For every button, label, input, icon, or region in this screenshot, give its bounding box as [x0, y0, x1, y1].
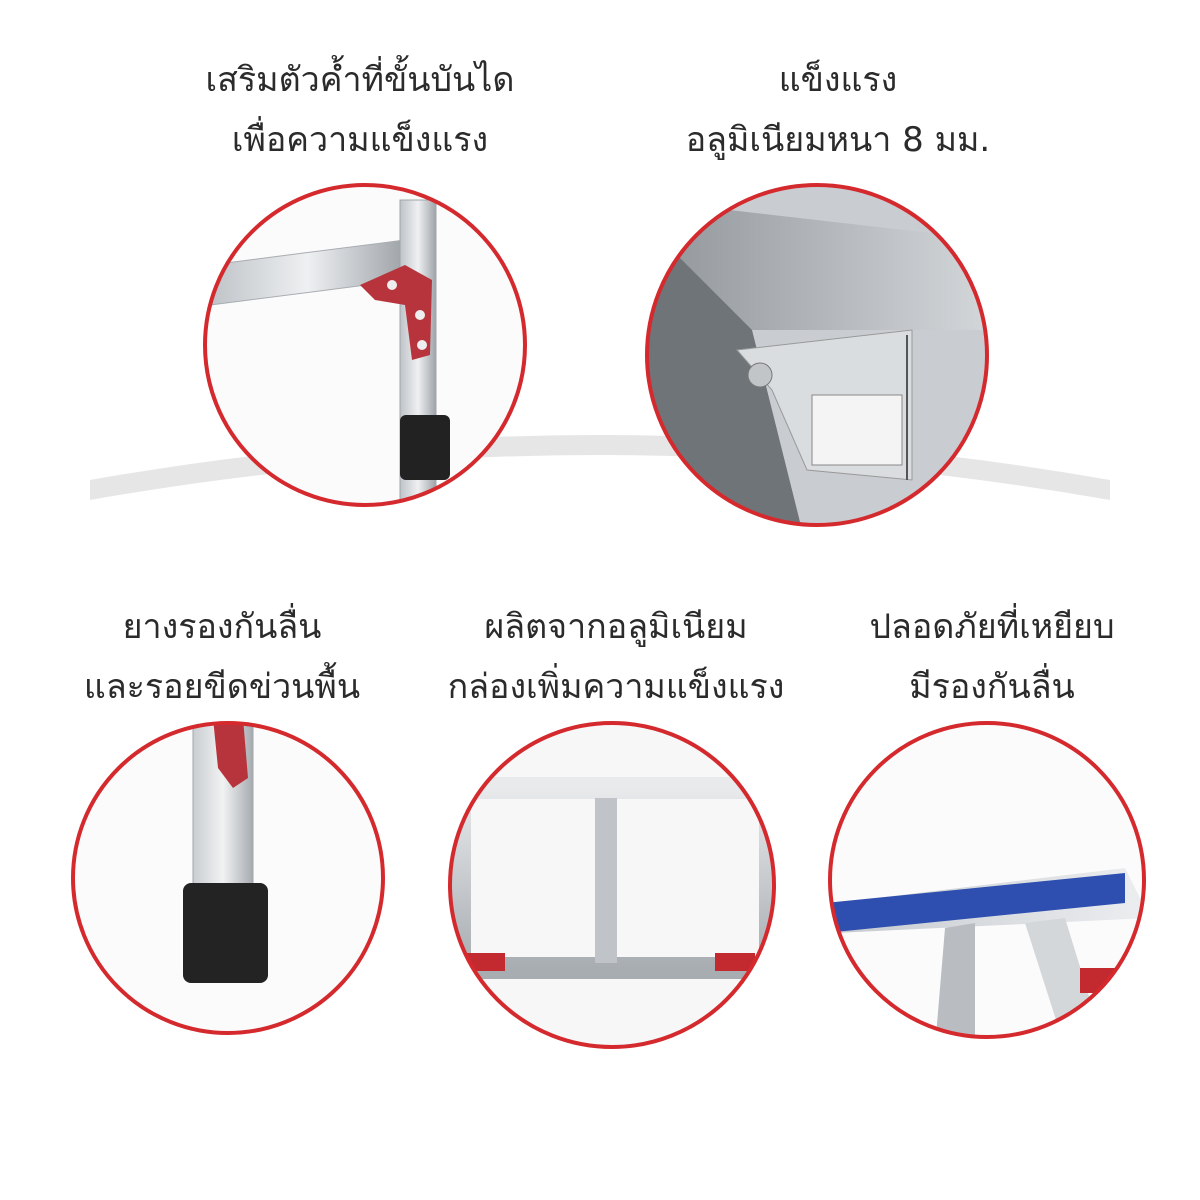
top-cap: [647, 200, 987, 330]
brace-bracket: [360, 265, 432, 360]
box-frame: [450, 777, 774, 979]
circle-ring-1: [203, 183, 527, 507]
brace-bracket: [213, 723, 248, 788]
feature-caption-4: ผลิตจากอลูมิเนียม กล่องเพิ่มความแข็งแรง: [448, 597, 785, 717]
feature-3-line2: และรอยขีดข่วนพื้น: [83, 667, 361, 707]
feature-caption-1: เสริมตัวค้ำที่ขั้นบันได เพื่อความแข็งแรง: [206, 50, 515, 170]
circle-ring-5: [828, 721, 1146, 1039]
feature-5-line2: มีรองกันลื่น: [909, 667, 1075, 707]
rubber-foot: [400, 415, 450, 480]
feature-photo-3: [71, 721, 385, 1035]
feature-4-line2: กล่องเพิ่มความแข็งแรง: [447, 667, 785, 707]
side-rail: [647, 220, 802, 525]
feature-caption-5: ปลอดภัยที่เหยียบ มีรองกันลื่น: [869, 597, 1114, 717]
feature-caption-2: แข็งแรง อลูมิเนียมหนา 8 มม.: [686, 50, 991, 170]
feature-3-line1: ยางรองกันลื่น: [122, 607, 322, 647]
feature-5-line1: ปลอดภัยที่เหยียบ: [869, 607, 1115, 647]
feature-4-line1: ผลิตจากอลูมิเนียม: [484, 607, 748, 647]
feature-photo-4: [448, 721, 776, 1049]
rubber-foot: [183, 883, 268, 983]
feature-photo-2: [645, 183, 989, 527]
feature-1-line1: เสริมตัวค้ำที่ขั้นบันได: [205, 60, 515, 100]
circle-ring-2: [645, 183, 989, 527]
circle-ring-4: [448, 721, 776, 1049]
feature-2-line2: อลูมิเนียมหนา 8 มม.: [685, 120, 991, 160]
hinge-opening: [811, 394, 903, 466]
circle-ring-3: [71, 721, 385, 1035]
feature-2-line1: แข็งแรง: [778, 60, 898, 100]
feature-caption-3: ยางรองกันลื่น และรอยขีดข่วนพื้น: [84, 597, 360, 717]
feature-photo-5: [828, 721, 1146, 1039]
feature-photo-1: [203, 183, 527, 507]
center-rib: [595, 798, 617, 963]
feature-1-line2: เพื่อความแข็งแรง: [231, 120, 489, 160]
anti-slip-edge: [830, 873, 1125, 933]
hinge-rivet: [747, 362, 773, 388]
